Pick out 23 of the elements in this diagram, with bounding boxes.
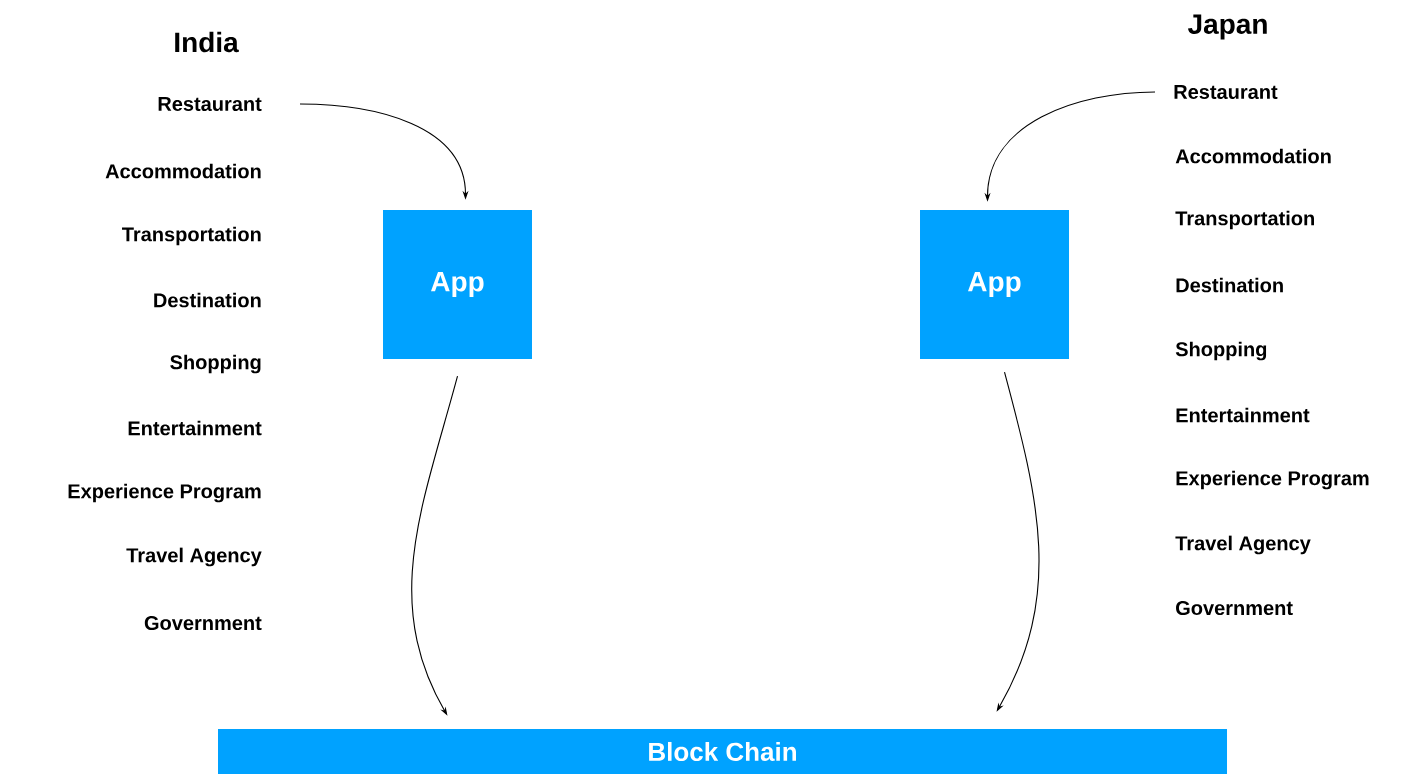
- item-label: Travel Agency: [1175, 535, 1311, 555]
- item-label: Restaurant: [1174, 85, 1278, 99]
- item-label: Entertainment: [1176, 407, 1310, 423]
- block-chain-bar: Block Chain: [218, 729, 1227, 774]
- item-label: Experience Program: [1176, 470, 1369, 490]
- item-label: Shopping: [1175, 341, 1267, 361]
- item-label: Government: [1176, 600, 1293, 616]
- item-label: Shopping: [170, 354, 261, 374]
- item-label: Restaurant: [158, 97, 262, 111]
- country-heading: India: [175, 31, 239, 53]
- item-label: Entertainment: [128, 420, 262, 436]
- item-label: Transportation: [1175, 210, 1314, 230]
- item-label: Destination: [154, 292, 261, 308]
- item-label: Travel Agency: [126, 547, 262, 567]
- app-box: App: [920, 210, 1069, 359]
- item-label: Accommodation: [105, 163, 261, 179]
- item-label: Transportation: [122, 226, 261, 246]
- item-label: Accommodation: [1175, 148, 1331, 164]
- item-label: Destination: [1176, 277, 1283, 293]
- item-label: Government: [144, 615, 262, 631]
- app-box: App: [383, 210, 532, 359]
- country-heading: Japan: [1188, 14, 1267, 40]
- item-label: Experience Program: [68, 483, 261, 503]
